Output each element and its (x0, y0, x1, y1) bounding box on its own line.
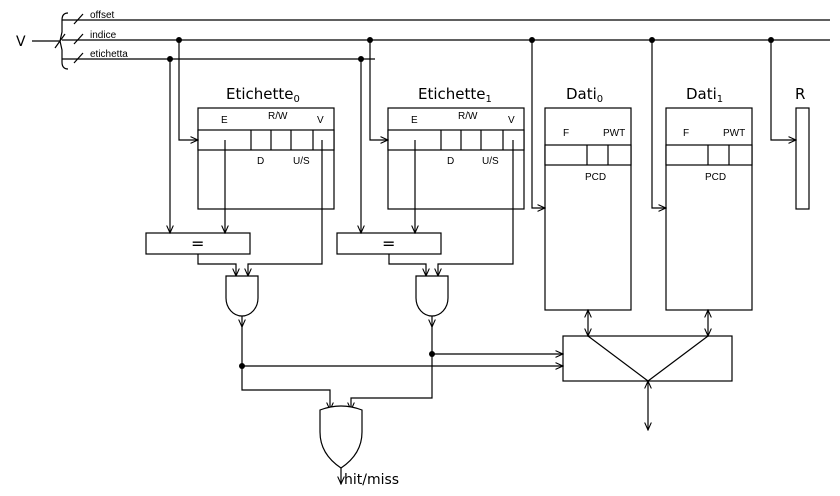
tag1-field-rw: R/W (458, 111, 478, 122)
tag-array-0-title: Etichette0 (226, 85, 300, 105)
tag-array-0: Etichette0 E R/W V D U/S = (145, 40, 335, 327)
tag0-and-gate (225, 275, 259, 317)
slash-indice (73, 33, 84, 45)
slash-offset (73, 13, 84, 25)
hit-miss-label: hit/miss (344, 472, 399, 488)
mux-path-right (647, 335, 709, 382)
address-bus: V offset indice etichetta (16, 10, 830, 70)
register-r-body (795, 107, 810, 210)
tag0-comparator-symbol: = (191, 234, 204, 253)
tag0-cmp-to-and (197, 254, 236, 276)
data-array-1-row (665, 144, 753, 166)
register-r: R (770, 40, 810, 210)
tag0-field-e: E (221, 115, 228, 126)
sel1-to-or (351, 354, 433, 410)
data1-field-pwt: PWT (723, 128, 745, 139)
tag1-comparator-symbol: = (382, 234, 395, 253)
register-r-index-wire (770, 40, 796, 140)
tag1-valid-to-and (438, 140, 514, 276)
bus-label-offset: offset (90, 10, 114, 21)
tag0-field-rw: R/W (268, 111, 288, 122)
tag1-field-e: E (411, 115, 418, 126)
hit-logic: hit/miss (239, 327, 563, 488)
data1-field-f: F (683, 128, 689, 139)
tag1-cmp-to-and (388, 254, 426, 276)
data-array-0-title: Dati0 (566, 85, 603, 105)
tag-array-1-body (387, 107, 525, 210)
bus-label-etichetta: etichetta (90, 49, 128, 60)
data1-index-wire (651, 40, 666, 208)
sel0-to-mux (241, 327, 563, 366)
tag1-index-wire (369, 40, 388, 140)
tag0-field-v: V (317, 115, 324, 126)
data0-field-f: F (563, 128, 569, 139)
mux-box (562, 335, 733, 382)
tag1-and-gate (415, 275, 449, 317)
bus-brace-bottom (59, 40, 69, 70)
tag0-field-d: D (257, 156, 264, 167)
data0-field-pcd: PCD (585, 172, 606, 183)
bus-brace-top (59, 12, 69, 42)
mux-path-left (587, 335, 649, 382)
sel1-to-mux (431, 327, 563, 354)
tag0-field-us: U/S (293, 156, 310, 167)
data-array-1: Dati1 F PWT PCD (651, 40, 753, 311)
register-r-title: R (795, 85, 805, 103)
data-array-0-row (544, 144, 632, 166)
tag-array-0-body (197, 107, 335, 210)
data-array-1-title: Dati1 (686, 85, 723, 105)
data-array-1-body (665, 107, 753, 311)
slash-etichetta (73, 52, 84, 64)
tag1-field-us: U/S (482, 156, 499, 167)
or-gate (319, 405, 363, 469)
tag-array-1: Etichette1 E R/W V D U/S = (336, 40, 525, 327)
tag1-field-d: D (447, 156, 454, 167)
input-v-label: V (16, 34, 26, 50)
tag1-field-v: V (508, 115, 515, 126)
data0-field-pwt: PWT (603, 128, 625, 139)
data1-field-pcd: PCD (705, 172, 726, 183)
data-array-0-body (544, 107, 632, 311)
data-array-0: Dati0 F PWT PCD (531, 40, 632, 311)
bus-label-indice: indice (90, 30, 117, 41)
tag-array-1-title: Etichette1 (418, 85, 492, 105)
tag0-index-wire (178, 40, 198, 140)
data0-index-wire (531, 40, 545, 208)
tag0-valid-to-and (248, 140, 323, 276)
sel0-to-or (241, 366, 330, 410)
data-multiplexer (562, 310, 733, 430)
